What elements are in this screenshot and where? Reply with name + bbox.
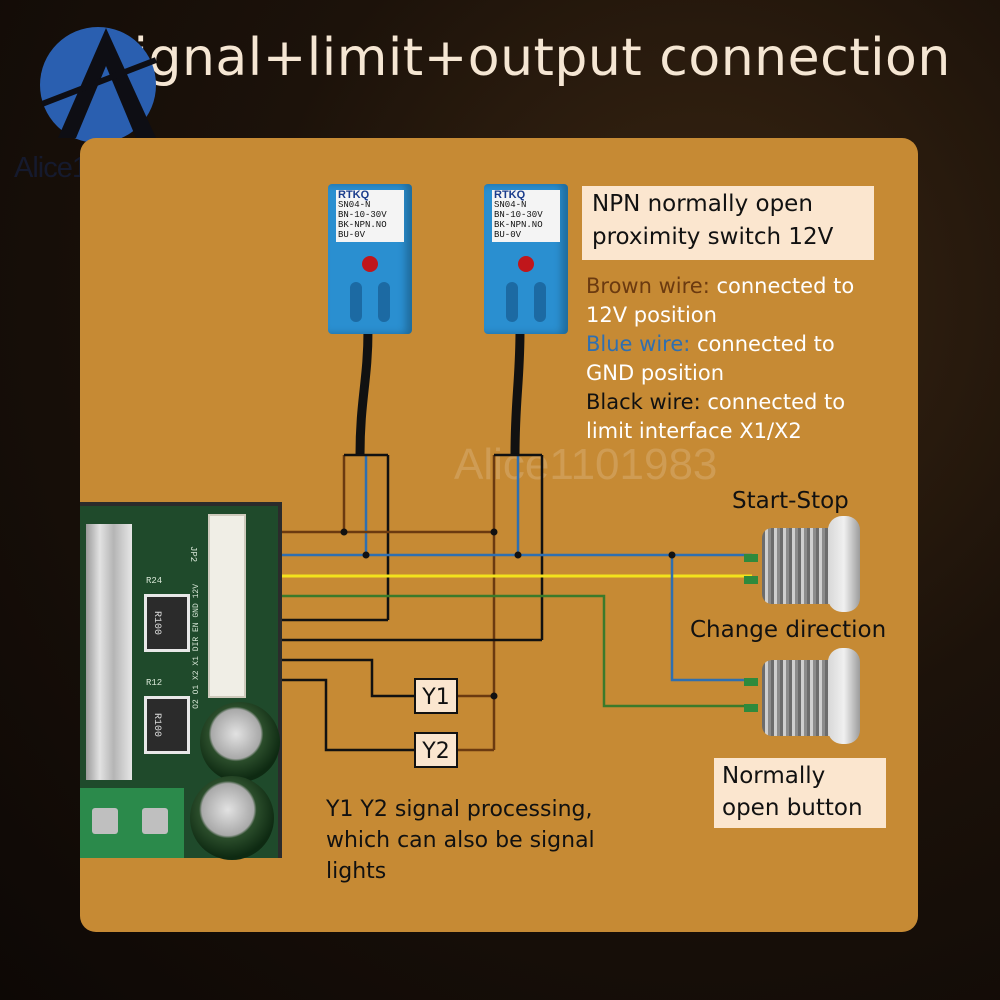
sensor-spec-line: BN-10-30V <box>494 210 543 220</box>
sensor1-cable <box>355 329 373 456</box>
wire-gnd-btn2 <box>670 555 752 682</box>
resistor-value: R100 <box>151 713 162 738</box>
change-direction-button <box>744 648 862 744</box>
normally-open-line-2: open button <box>722 795 863 821</box>
npn-label-box: NPN normally open proximity switch 12V <box>582 186 874 260</box>
y1-output-box: Y1 <box>414 678 458 714</box>
blue-wire-text-2: GND position <box>586 361 725 385</box>
sensor-brand: RTKQ <box>338 189 370 201</box>
brown-wire-text: connected to <box>716 274 855 298</box>
signal-note-line-2: which can also be signal <box>326 828 595 853</box>
sensor-brand: RTKQ <box>494 189 526 201</box>
proximity-sensor-2: RTKQ SN04-N BN-10-30V BK-NPN.NO BU-0V <box>484 184 568 342</box>
proximity-sensor-1: RTKQ SN04-N BN-10-30V BK-NPN.NO BU-0V <box>328 184 412 342</box>
center-watermark: Alice1101983 <box>454 440 718 489</box>
r12-label: R12 <box>146 678 163 688</box>
normally-open-label-box: Normally open button <box>714 758 886 828</box>
sensor-spec-line: BU-0V <box>494 230 522 240</box>
capacitor <box>190 776 274 860</box>
change-direction-label: Change direction <box>690 617 887 643</box>
signal-note-line-3: lights <box>326 859 387 884</box>
black-wire-label: Black wire: <box>586 390 701 414</box>
wire-y2 <box>240 678 414 752</box>
terminal-block <box>80 788 184 858</box>
jp2-label: JP2 <box>188 546 198 563</box>
sensor-led <box>362 256 378 272</box>
black-wire-text: connected to <box>707 390 846 414</box>
npn-line-2: proximity switch 12V <box>592 224 834 250</box>
wire-y1 <box>240 658 414 698</box>
brand-logo <box>40 27 158 143</box>
sensor-spec-line: BK-NPN.NO <box>494 220 543 230</box>
r24-label: R24 <box>146 576 163 586</box>
blue-wire-text: connected to <box>697 332 835 356</box>
start-stop-label: Start-Stop <box>732 488 849 514</box>
page-title: Signal+limit+output connection <box>100 28 951 88</box>
capacitor <box>200 702 280 782</box>
wire-description: Brown wire: connected to 12V position Bl… <box>586 272 906 446</box>
sensor-spec-line: BK-NPN.NO <box>338 220 387 230</box>
resistor-r24: R100 <box>144 594 190 652</box>
sensor-spec-line: BU-0V <box>338 230 366 240</box>
signal-note-line-1: Y1 Y2 signal processing, <box>326 797 593 822</box>
resistor-value: R100 <box>151 611 162 636</box>
normally-open-line-1: Normally <box>722 763 826 789</box>
control-board: JP2 O2 O1 X2 X1 DIR EN GND 12V R24 R100 … <box>80 502 282 860</box>
y2-output-box: Y2 <box>414 732 458 768</box>
brown-wire-text-2: 12V position <box>586 303 717 327</box>
npn-line-1: NPN normally open <box>592 191 813 217</box>
sensor-model: SN04-N <box>338 200 371 210</box>
blue-wire-label: Blue wire: <box>586 332 691 356</box>
sensor-model: SN04-N <box>494 200 527 210</box>
resistor-r12: R100 <box>144 696 190 754</box>
connector-jp2 <box>208 514 246 698</box>
heatsink <box>86 524 132 780</box>
sensor2-cable <box>510 329 525 456</box>
black-wire-text-2: limit interface X1/X2 <box>586 419 802 443</box>
wire-dir <box>240 594 752 708</box>
sensor-led <box>518 256 534 272</box>
start-stop-button <box>744 516 862 612</box>
sensor-spec-line: BN-10-30V <box>338 210 387 220</box>
signal-note: Y1 Y2 signal processing, which can also … <box>326 794 666 887</box>
brown-wire-label: Brown wire: <box>586 274 710 298</box>
pin-labels: O2 O1 X2 X1 DIR EN GND 12V <box>192 584 201 709</box>
